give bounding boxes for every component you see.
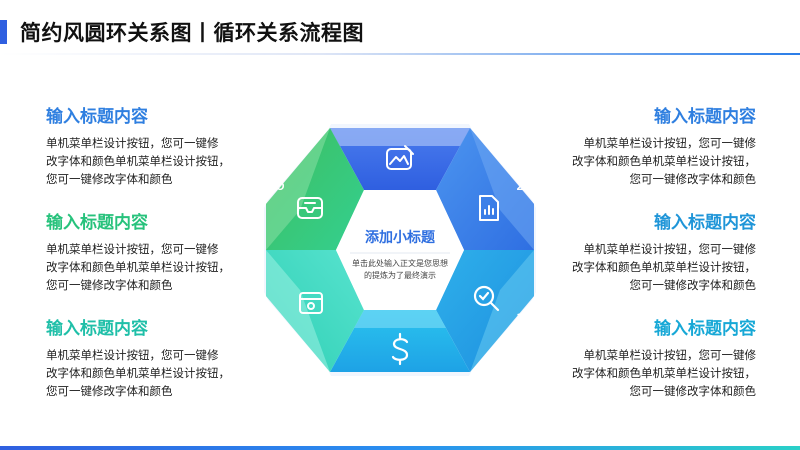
center-hexagon (336, 190, 464, 310)
left-block-1-line2: 改字体和颜色单机菜单栏设计按钮， (46, 154, 230, 168)
left-block-2-line2: 改字体和颜色单机菜单栏设计按钮， (46, 260, 230, 274)
dollar-icon (391, 332, 409, 366)
right-block-3: 输入标题内容 单机菜单栏设计按钮，您可一键修 改字体和颜色单机菜单栏设计按钮， … (566, 318, 756, 400)
title-accent (0, 20, 7, 44)
settings-panel-icon (299, 292, 323, 314)
left-block-2-line1: 单机菜单栏设计按钮，您可一键修 (46, 242, 219, 256)
segment-5-number: 5 (275, 313, 285, 332)
document-chart-icon (479, 195, 499, 221)
left-block-2-body: 单机菜单栏设计按钮，您可一键修 改字体和颜色单机菜单栏设计按钮， 您可一键修改字… (46, 240, 236, 294)
inbox-icon (297, 197, 323, 219)
left-block-1: 输入标题内容 单机菜单栏设计按钮，您可一键修 改字体和颜色单机菜单栏设计按钮， … (46, 106, 236, 188)
left-block-3-line1: 单机菜单栏设计按钮，您可一键修 (46, 348, 219, 362)
bottom-bar (0, 446, 800, 450)
right-block-1-heading: 输入标题内容 (654, 107, 756, 127)
right-block-3-line1: 单机菜单栏设计按钮，您可一键修 (583, 348, 757, 362)
image-edit-icon (386, 145, 414, 170)
left-block-1-line3: 您可一键修改字体和颜色 (46, 172, 173, 186)
right-block-2-line2: 改字体和颜色单机菜单栏设计按钮， (572, 260, 756, 274)
right-block-1-line2: 改字体和颜色单机菜单栏设计按钮， (572, 154, 756, 168)
right-block-1: 输入标题内容 单机菜单栏设计按钮，您可一键修 改字体和颜色单机菜单栏设计按钮， … (566, 106, 756, 188)
segment-4-highlight (354, 310, 446, 328)
right-block-2: 输入标题内容 单机菜单栏设计按钮，您可一键修 改字体和颜色单机菜单栏设计按钮， … (566, 212, 756, 294)
right-block-3-line2: 改字体和颜色单机菜单栏设计按钮， (572, 366, 756, 380)
segment-1-highlight (330, 128, 470, 146)
page-title: 简约风圆环关系图丨循环关系流程图 (20, 21, 364, 45)
left-block-3-body: 单机菜单栏设计按钮，您可一键修 改字体和颜色单机菜单栏设计按钮， 您可一键修改字… (46, 346, 236, 400)
segment-1-number: 1 (395, 106, 405, 125)
segment-3-shade (470, 250, 534, 372)
left-block-1-heading: 输入标题内容 (46, 107, 148, 127)
left-block-2-line3: 您可一键修改字体和颜色 (46, 278, 173, 292)
segment-2-shade (470, 128, 534, 250)
segment-5-shade (266, 250, 330, 372)
search-icon (473, 285, 500, 312)
right-block-3-heading: 输入标题内容 (654, 319, 756, 339)
left-block-3-line3: 您可一键修改字体和颜色 (46, 384, 173, 398)
segment-2-number: 2 (516, 175, 526, 194)
left-block-2-heading: 输入标题内容 (46, 213, 148, 233)
right-block-2-body: 单机菜单栏设计按钮，您可一键修 改字体和颜色单机菜单栏设计按钮， 您可一键修改字… (566, 240, 756, 294)
right-block-3-line3: 您可一键修改字体和颜色 (629, 384, 757, 398)
segment-6-shade (266, 128, 330, 250)
right-block-2-line1: 单机菜单栏设计按钮，您可一键修 (583, 242, 757, 256)
title-divider (0, 53, 800, 55)
center-desc-line1: 单击此处输入正文是您思想 (352, 258, 448, 268)
left-block-3-heading: 输入标题内容 (46, 319, 148, 339)
left-block-1-body: 单机菜单栏设计按钮，您可一键修 改字体和颜色单机菜单栏设计按钮， 您可一键修改字… (46, 134, 236, 188)
right-block-1-body: 单机菜单栏设计按钮，您可一键修 改字体和颜色单机菜单栏设计按钮， 您可一键修改字… (566, 134, 756, 188)
segment-4-number: 4 (395, 381, 405, 400)
right-block-2-heading: 输入标题内容 (654, 213, 756, 233)
right-block-2-line3: 您可一键修改字体和颜色 (629, 278, 757, 292)
right-block-1-line1: 单机菜单栏设计按钮，您可一键修 (583, 136, 757, 150)
title-bar: 简约风圆环关系图丨循环关系流程图 (0, 18, 800, 52)
right-block-1-line3: 您可一键修改字体和颜色 (629, 172, 757, 186)
center-subtitle: 添加小标题 (365, 229, 436, 246)
left-block-1-line1: 单机菜单栏设计按钮，您可一键修 (46, 136, 219, 150)
cycle-diagram: 添加小标题 单击此处输入正文是您思想 的提炼为了最终演示 1 2 3 4 5 6 (264, 106, 536, 400)
segment-6-number: 6 (275, 175, 285, 194)
segment-3-number: 3 (516, 310, 526, 329)
left-block-3: 输入标题内容 单机菜单栏设计按钮，您可一键修 改字体和颜色单机菜单栏设计按钮， … (46, 318, 236, 400)
right-block-3-body: 单机菜单栏设计按钮，您可一键修 改字体和颜色单机菜单栏设计按钮， 您可一键修改字… (566, 346, 756, 400)
left-block-2: 输入标题内容 单机菜单栏设计按钮，您可一键修 改字体和颜色单机菜单栏设计按钮， … (46, 212, 236, 294)
center-desc-line2: 的提炼为了最终演示 (364, 270, 436, 280)
left-block-3-line2: 改字体和颜色单机菜单栏设计按钮， (46, 366, 230, 380)
